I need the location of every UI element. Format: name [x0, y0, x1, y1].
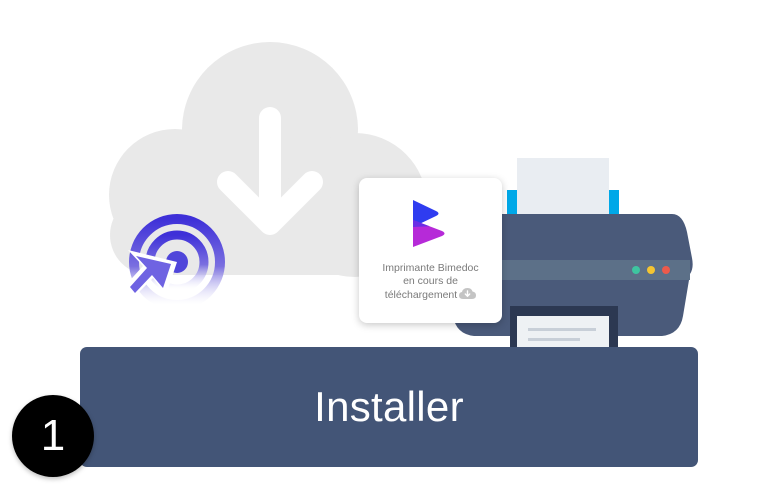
printer-icon — [445, 158, 693, 350]
cloud-download-icon — [109, 42, 427, 277]
toast-line-3: téléchargement — [367, 288, 494, 302]
bimedoc-logo — [413, 200, 445, 247]
toast-line-3-text: téléchargement — [384, 289, 458, 301]
step-number-badge: 1 — [12, 395, 94, 477]
download-notification-card: Imprimante Bimedoc en cours de télécharg… — [359, 178, 502, 323]
cloud-download-icon — [459, 288, 477, 299]
toast-line-2: en cours de — [403, 275, 458, 287]
install-button[interactable]: Installer — [80, 347, 698, 467]
target-cursor-icon — [124, 214, 225, 310]
toast-line-1: Imprimante Bimedoc — [382, 262, 479, 274]
download-status-text: Imprimante Bimedoc en cours de télécharg… — [367, 262, 494, 302]
